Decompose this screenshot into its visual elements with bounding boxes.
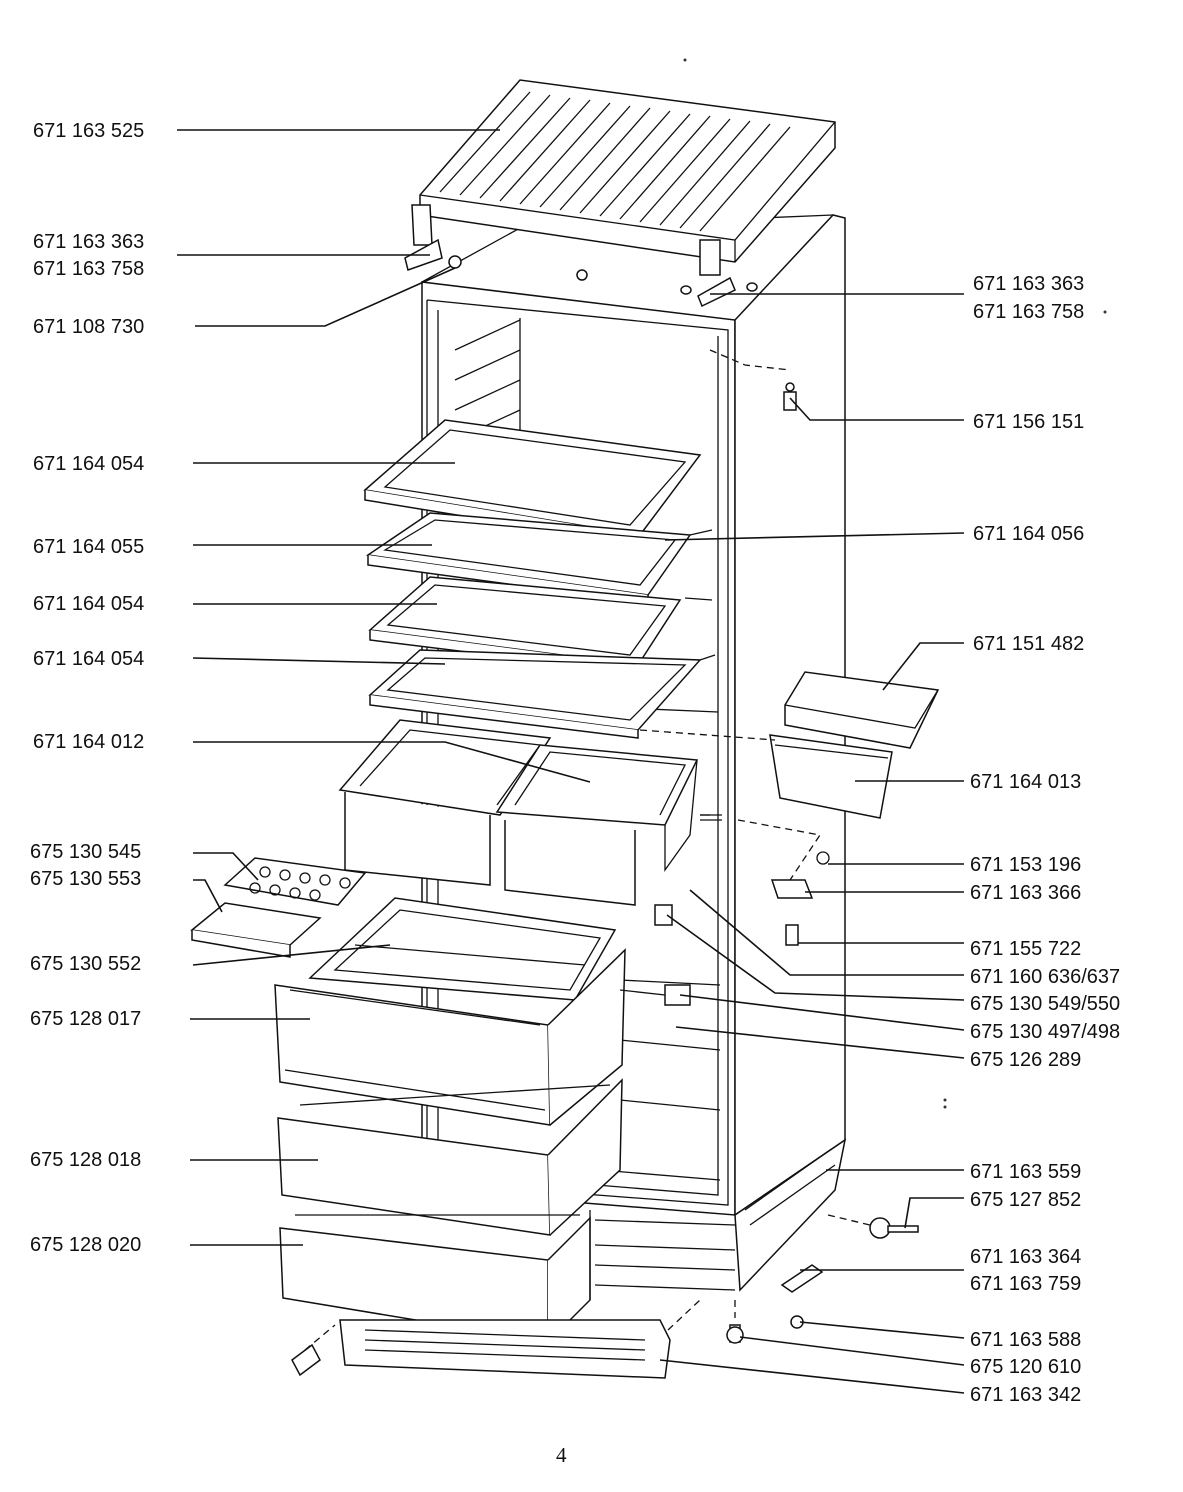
label-shelf-2: 671 164 055 [33,536,144,558]
label-plinth: 671 163 559 [970,1161,1081,1183]
label-egg-tray: 675 130 545 [30,841,141,863]
label-hinge-low-a: 671 163 364 [970,1246,1081,1268]
label-evaporator: 675 126 289 [970,1049,1081,1071]
egg-and-ice-trays [190,857,367,958]
label-hinge-low-b: 671 163 759 [970,1273,1081,1295]
label-top-cover: 671 163 525 [33,120,144,142]
label-ice-tray: 675 130 553 [30,868,141,890]
label-drawer-2: 675 128 018 [30,1149,141,1171]
label-hinge-right-b: 671 163 758 [973,301,1084,323]
leader-lines [177,129,965,1394]
glass-shelves [363,419,716,739]
label-crisper-boxes: 671 164 012 [33,731,144,753]
plinth-base [589,1138,919,1344]
label-part-636: 671 160 636/637 [970,966,1120,988]
label-shelf-1: 671 164 054 [33,453,144,475]
label-drawer-frame: 675 130 552 [30,953,141,975]
label-hinge-left-a: 671 163 363 [33,231,144,253]
drawers [274,948,626,1343]
label-drawer-1: 675 128 017 [30,1008,141,1030]
label-hinge-left-b: 671 163 758 [33,258,144,280]
label-hinge-right-a: 671 163 363 [973,273,1084,295]
label-pin-left: 671 108 730 [33,316,144,338]
door-shelves [769,671,940,819]
label-shelf-rail: 671 164 056 [973,523,1084,545]
label-part-497: 675 130 497/498 [970,1021,1120,1043]
crisper-boxes [338,719,699,906]
label-part-366: 671 163 366 [970,882,1081,904]
label-foot-wheel: 675 127 852 [970,1189,1081,1211]
refrigerator-drawing [190,58,1107,1379]
label-drawer-3: 675 128 020 [30,1234,141,1256]
label-lamp: 671 156 151 [973,411,1084,433]
drawer-frame [308,897,617,1001]
ventilation-grille [291,1299,701,1379]
label-part-549: 675 130 549/550 [970,993,1120,1015]
label-part-196: 671 153 196 [970,854,1081,876]
hinge-and-latch-parts [619,729,830,1006]
label-shelf-4: 671 164 054 [33,648,144,670]
label-part-588: 671 163 588 [970,1329,1081,1351]
label-part-610: 675 120 610 [970,1356,1081,1378]
label-grille: 671 163 342 [970,1384,1081,1406]
label-shelf-3: 671 164 054 [33,593,144,615]
label-door-tray: 671 151 482 [973,633,1084,655]
part-labels: 671 163 525 671 163 363 671 163 758 671 … [30,120,1120,1406]
top-cover [411,79,836,276]
page-number: 4 [556,1443,567,1467]
lamp-part [709,349,797,411]
label-part-722: 671 155 722 [970,938,1081,960]
label-door-bin: 671 164 013 [970,771,1081,793]
